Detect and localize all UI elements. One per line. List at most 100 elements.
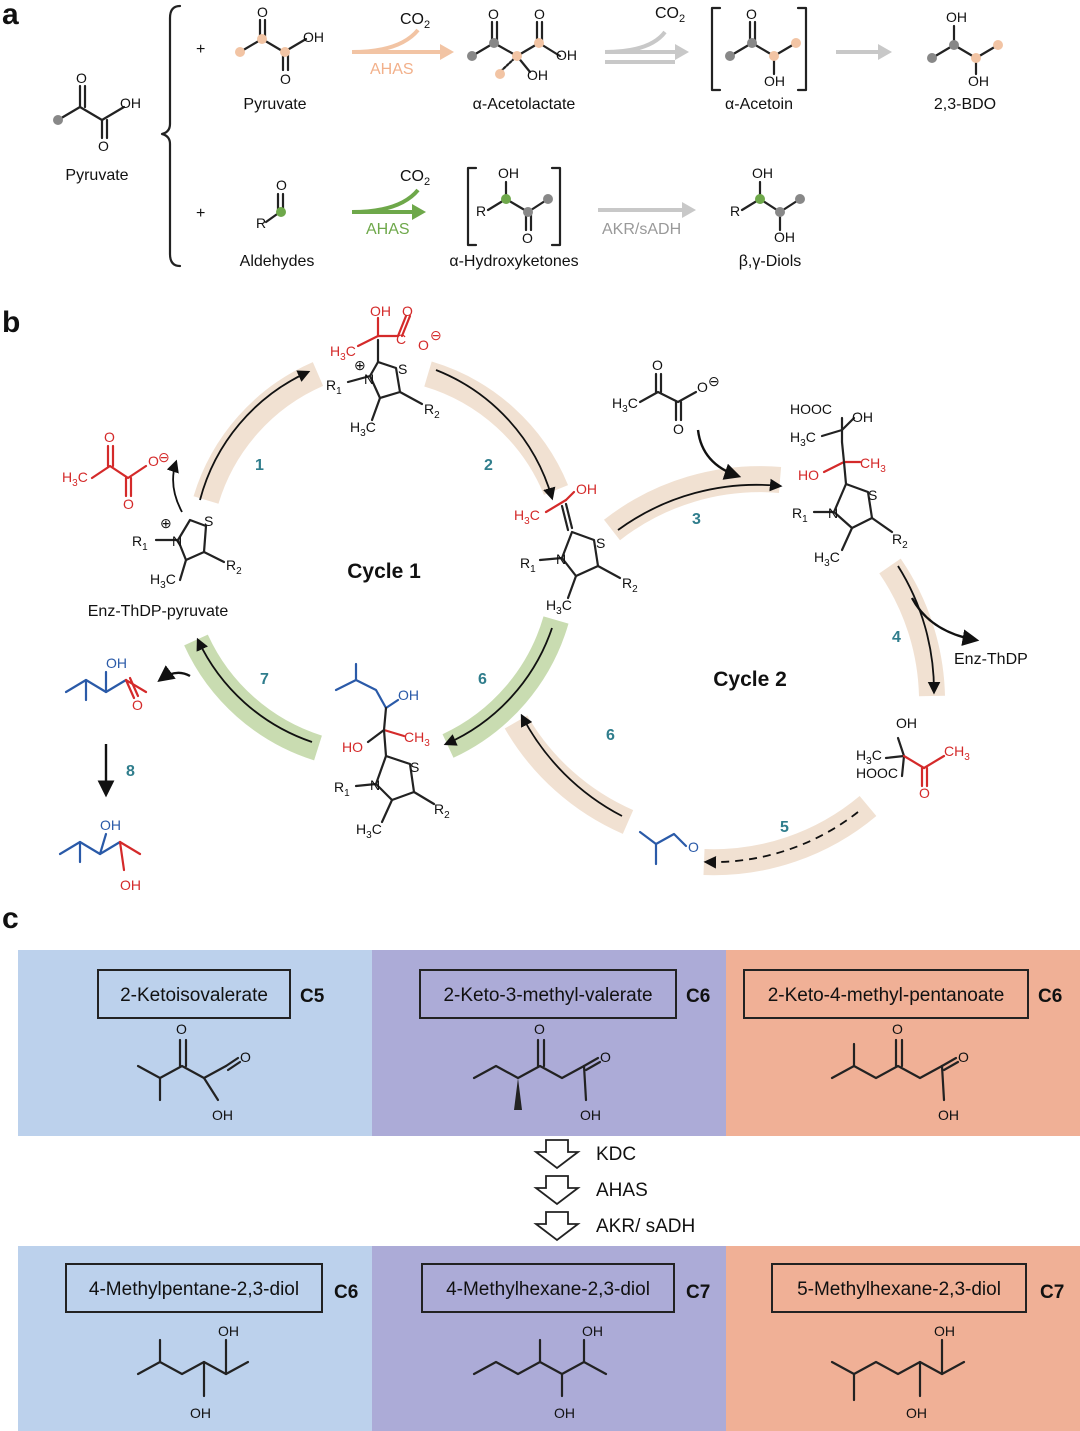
minus-charge: ⊖	[430, 327, 442, 343]
atom-r1: R1	[132, 533, 148, 553]
name-box	[743, 969, 1029, 1019]
cycle1-label: Cycle 1	[347, 560, 421, 583]
atom-r1: R1	[334, 779, 350, 799]
atom-oh: OH	[576, 481, 597, 497]
keto-methyl-pentanoate-structure: O O OH	[830, 1021, 969, 1123]
atom-r1: R1	[792, 505, 808, 525]
step-number: 3	[692, 511, 701, 528]
atom-o: O	[522, 230, 533, 246]
methylhexanediol-structure: OH OH	[472, 1323, 608, 1421]
cycle1-band-step7	[184, 634, 323, 761]
atom-s: S	[398, 361, 407, 377]
atom-h3c: H3C	[62, 469, 88, 489]
atom-h3c: H3C	[150, 571, 176, 591]
atom-oh: OH	[580, 1107, 601, 1123]
enzyme-arrows: KDC AHAS AKR/ sADH	[533, 1139, 695, 1242]
pyruvate-cycle2-structure: H3C O O ⊖ O	[612, 357, 720, 437]
atom-o: O	[280, 71, 291, 87]
step-number: 2	[484, 457, 493, 474]
atom-o: O	[746, 6, 757, 22]
atom-oh: OH	[934, 1323, 955, 1339]
atom-o: O	[673, 421, 684, 437]
atom-oh: OH	[120, 877, 141, 893]
atom-o: O	[98, 138, 109, 154]
atom-oh: OH	[100, 817, 121, 833]
atom-o: O	[534, 6, 545, 22]
compound-name: 4-Methylhexane-2,3-diol	[446, 1279, 650, 1300]
atom-o: O	[148, 453, 159, 469]
atom-oh: OH	[370, 303, 391, 319]
compound-name: 4-Methylpentane-2,3-diol	[89, 1279, 299, 1300]
released-hydroxyketone-structure: OH O	[64, 655, 191, 713]
atom-o: O	[257, 4, 268, 20]
step-number: 4	[892, 629, 901, 646]
methylhexanediol-5-structure: OH OH	[830, 1323, 966, 1421]
final-diol-structure: OH OH	[58, 817, 142, 893]
atom-ho: HO	[342, 739, 363, 755]
compound-name: 2-Keto-4-methyl-pentanoate	[768, 985, 1005, 1006]
step1-arrow	[199, 370, 311, 501]
atom-oh: OH	[120, 95, 141, 111]
atom-ch3: CH3	[404, 729, 430, 749]
pyruvate-in-arrow	[696, 429, 742, 480]
plus-sign: +	[196, 205, 205, 222]
atom-n: N	[828, 505, 838, 521]
brace	[160, 4, 182, 268]
akr-sadh-label: AKR/sADH	[602, 221, 681, 238]
atom-o: O	[76, 70, 87, 86]
panel-label-b: b	[2, 306, 20, 339]
step-number: 6	[606, 727, 615, 744]
cycle2-band-step3	[604, 466, 782, 541]
pyruvate-reactant-structure: O OH O	[235, 4, 324, 87]
atom-c: C	[396, 331, 406, 347]
atom-r2: R2	[622, 575, 638, 595]
hydroxyketone-structure: R OH O	[466, 165, 562, 247]
minus-charge: ⊖	[158, 449, 170, 465]
atom-n: N	[556, 551, 566, 567]
panel-c: c 2-Ketoisovalerate C5 2-Keto-3-methyl-v…	[2, 902, 1080, 1431]
atom-o: O	[176, 1021, 187, 1037]
atom-o: O	[697, 379, 708, 395]
atom-r1: R1	[520, 555, 536, 575]
compound-name: 2-Keto-3-methyl-valerate	[443, 985, 652, 1006]
atom-h3c: H3C	[790, 429, 816, 449]
atom-h3c: H3C	[330, 343, 356, 363]
step-number: 6	[478, 671, 487, 688]
step6-arrow-b	[520, 713, 623, 817]
step3-arrow	[617, 478, 783, 531]
atom-oh: OH	[527, 67, 548, 83]
atom-oh: OH	[938, 1107, 959, 1123]
atom-o: O	[892, 1021, 903, 1037]
minus-charge: ⊖	[708, 373, 720, 389]
ketoisovalerate-structure: O O OH	[136, 1021, 251, 1123]
step-number: 5	[780, 819, 789, 836]
ahas-arrow-peach: CO2 AHAS	[351, 11, 454, 78]
atom-h3c: H3C	[350, 419, 376, 439]
atom-h3c: H3C	[356, 821, 382, 841]
atom-oh: OH	[398, 687, 419, 703]
atom-oh: OH	[582, 1323, 603, 1339]
acetolactyl-thdp-structure: HOOC OH H3C HO CH3 N S R1 R2 H3C	[790, 401, 908, 569]
atom-s: S	[204, 513, 213, 529]
name-box	[771, 1263, 1027, 1313]
enz-thdp-label: Enz-ThDP	[954, 651, 1028, 668]
step-number: 1	[255, 457, 264, 474]
enz-thdp-pyruvate-label: Enz-ThDP-pyruvate	[88, 603, 229, 620]
panel-a: a O OH O Pyruvate + O OH	[2, 0, 1003, 270]
carbon-count: C6	[334, 1282, 358, 1303]
decarboxylation-arrow: CO2	[604, 5, 689, 64]
atom-r: R	[730, 203, 740, 219]
atom-r2: R2	[226, 557, 242, 577]
atom-oh: OH	[906, 1405, 927, 1421]
step6-arrow-a	[443, 627, 553, 746]
atom-o: O	[652, 357, 663, 373]
enzyme-kdc-label: KDC	[596, 1144, 636, 1165]
atom-r1: R1	[326, 377, 342, 397]
atom-oh: OH	[212, 1107, 233, 1123]
atom-o: O	[488, 6, 499, 22]
cycle2-band-step4	[879, 558, 945, 697]
atom-oh: OH	[556, 47, 577, 63]
acetolactate-structure: O O OH OH	[467, 6, 577, 83]
step-number: 7	[260, 671, 269, 688]
name-box	[419, 969, 677, 1019]
